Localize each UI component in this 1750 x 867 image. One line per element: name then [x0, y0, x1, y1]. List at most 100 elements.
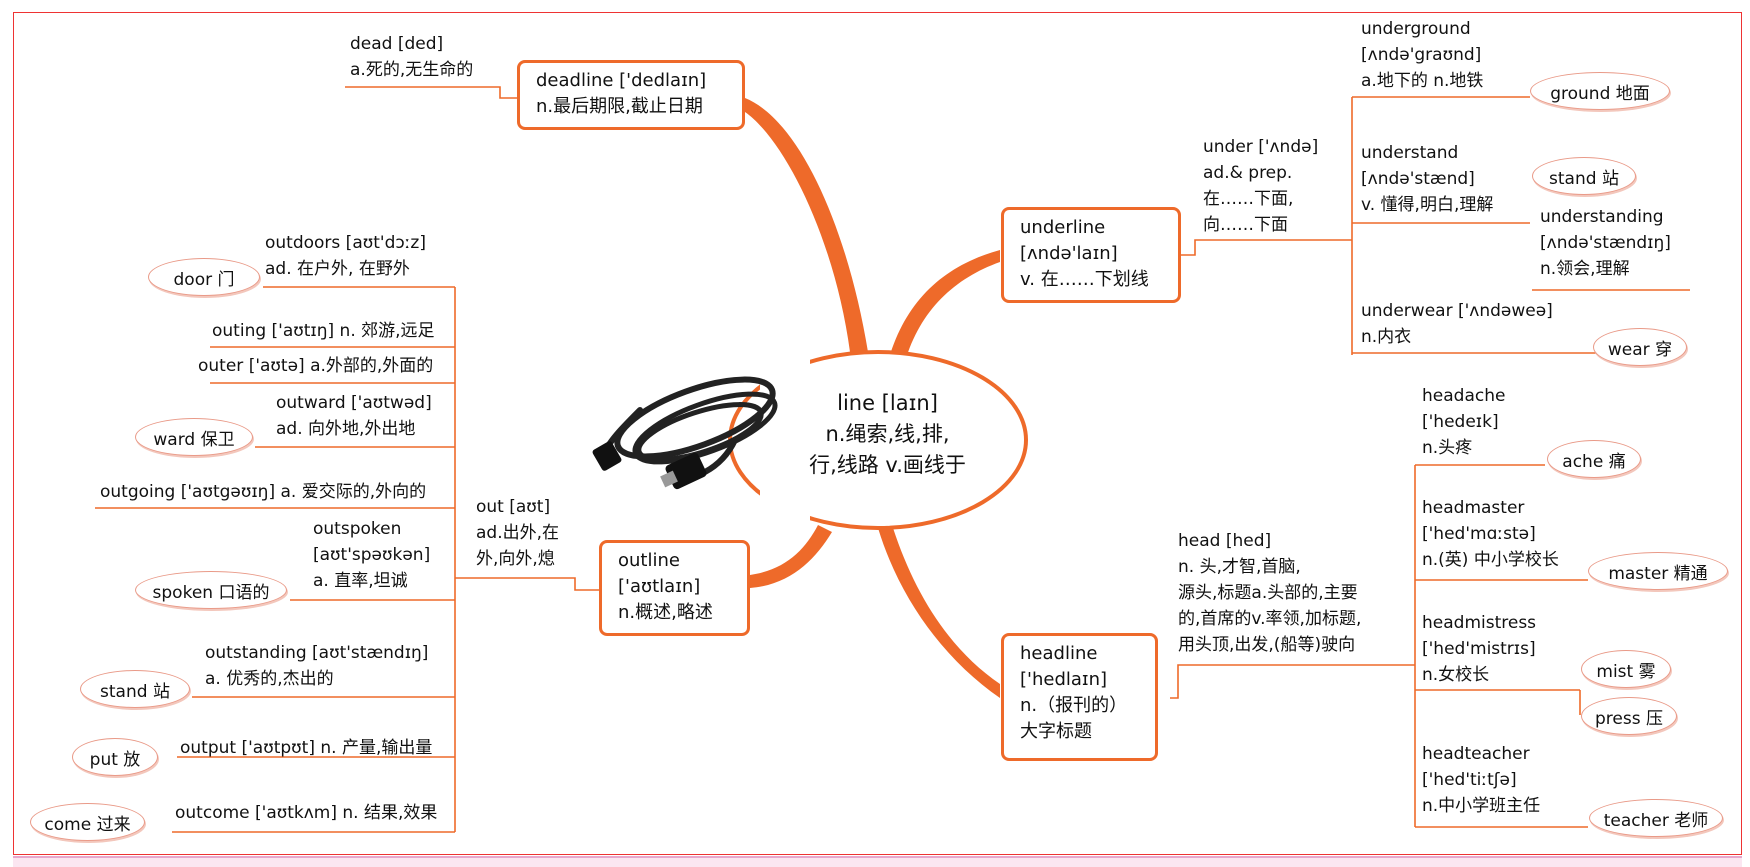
understand-word: understand	[1361, 143, 1459, 163]
headmistress-meaning: n.女校长	[1422, 665, 1490, 685]
page-frame	[13, 12, 1742, 855]
underline-phonetic: [ʌndə'laɪn]	[1020, 243, 1118, 264]
pill-spoken: spoken 口语的	[135, 571, 287, 609]
dead-word: dead [ded]	[350, 34, 444, 54]
pill-stand-outline: stand 站	[80, 670, 190, 708]
outward-entry: outward ['aʊtwəd] ad. 向外地,外出地	[276, 390, 432, 442]
outline-node[interactable]: outline ['aʊtlaɪn] n.概述,略述	[599, 540, 750, 636]
under-root-pos: ad.& prep.	[1203, 163, 1293, 183]
bottom-band	[13, 856, 1742, 867]
headache-phonetic: ['hedeɪk]	[1422, 412, 1499, 432]
outing-entry: outing ['aʊtɪŋ] n. 郊游,远足	[212, 321, 435, 341]
headache-word: headache	[1422, 386, 1506, 406]
pill-teacher: teacher 老师	[1589, 799, 1723, 837]
deadline-node[interactable]: deadline ['dedlaɪn] n.最后期限,截止日期	[517, 60, 745, 130]
pill-come: come 过来	[30, 803, 145, 841]
branch-to-outline	[750, 525, 832, 588]
pill-press: press 压	[1581, 697, 1677, 735]
outdoors-meaning: ad. 在户外, 在野外	[265, 259, 410, 279]
pill-mist: mist 雾	[1581, 650, 1671, 688]
outspoken-meaning: a. 直率,坦诚	[313, 571, 408, 591]
out-root-meaning-1: ad.出外,在	[476, 523, 560, 543]
center-meaning-1: n.绳索,线,排,	[825, 422, 950, 446]
headline-title: headline	[1020, 643, 1098, 664]
outspoken-entry: outspoken [aʊt'spəʊkən] a. 直率,坦诚	[313, 516, 430, 594]
out-root: out [aʊt] ad.出外,在 外,向外,熄	[476, 494, 559, 572]
head-root-meaning-4: 用头顶,出发,(船等)驶向	[1178, 635, 1356, 655]
headline-meaning-2: 大字标题	[1020, 721, 1092, 742]
head-root-meaning-3: 的,首席的v.率领,加标题,	[1178, 609, 1362, 629]
outspoken-word: outspoken	[313, 519, 402, 539]
underline-title: underline	[1020, 217, 1106, 238]
outgoing-entry: outgoing ['aʊtgəʊɪŋ] a. 爱交际的,外向的	[100, 482, 427, 502]
headmistress-word: headmistress	[1422, 613, 1537, 633]
headmaster-phonetic: ['hed'mɑːstə]	[1422, 524, 1536, 544]
under-root-meaning-2: 向……下面	[1203, 215, 1288, 235]
headmaster-entry: headmaster ['hed'mɑːstə] n.(英) 中小学校长	[1422, 495, 1559, 573]
outdoors-entry: outdoors [aʊt'dɔːz] ad. 在户外, 在野外	[265, 230, 426, 282]
underwear-meaning: n.内衣	[1361, 327, 1412, 347]
center-meaning-2: 行,线路 v.画线于	[809, 453, 966, 477]
headmistress-entry: headmistress ['hed'mistrɪs] n.女校长	[1422, 610, 1536, 688]
underline-meaning: v. 在……下划线	[1020, 269, 1149, 290]
pill-door: door 门	[148, 258, 260, 296]
outstanding-meaning: a. 优秀的,杰出的	[205, 669, 334, 689]
center-node: line [laɪn] n.绳索,线,排, 行,线路 v.画线于	[790, 388, 985, 481]
under-root: under ['ʌndə] ad.& prep. 在……下面, 向……下面	[1203, 134, 1318, 238]
branch-to-deadline	[745, 98, 868, 352]
under-root-meaning-1: 在……下面,	[1203, 189, 1294, 209]
understanding-meaning: n.领会,理解	[1540, 259, 1630, 279]
headline-meaning-1: n.（报刊的）	[1020, 695, 1128, 716]
dead-meaning: a.死的,无生命的	[350, 60, 474, 80]
pill-put: put 放	[72, 738, 158, 776]
underwear-word: underwear ['ʌndəweə]	[1361, 301, 1553, 321]
headache-meaning: n.头疼	[1422, 438, 1473, 458]
outstanding-word: outstanding [aʊt'stændɪŋ]	[205, 643, 429, 663]
head-root-meaning-1: n. 头,才智,首脑,	[1178, 557, 1301, 577]
outcome-entry: outcome ['aʊtkʌm] n. 结果,效果	[175, 803, 438, 823]
underground-meaning: a.地下的 n.地铁	[1361, 71, 1484, 91]
out-root-meaning-2: 外,向外,熄	[476, 549, 555, 569]
understand-meaning: v. 懂得,明白,理解	[1361, 195, 1494, 215]
headmistress-phonetic: ['hed'mistrɪs]	[1422, 639, 1536, 659]
deadline-part-dead: dead [ded] a.死的,无生命的	[350, 31, 473, 83]
outspoken-phonetic: [aʊt'spəʊkən]	[313, 545, 431, 565]
understanding-entry: understanding [ʌndə'stændɪŋ] n.领会,理解	[1540, 204, 1671, 282]
outstanding-entry: outstanding [aʊt'stændɪŋ] a. 优秀的,杰出的	[205, 640, 428, 692]
headteacher-entry: headteacher ['hed'tiːtʃə] n.中小学班主任	[1422, 741, 1540, 819]
understanding-phonetic: [ʌndə'stændɪŋ]	[1540, 233, 1671, 253]
understand-phonetic: [ʌndə'stænd]	[1361, 169, 1475, 189]
headmaster-word: headmaster	[1422, 498, 1525, 518]
deadline-title: deadline ['dedlaɪn]	[536, 70, 707, 91]
outline-title: outline	[618, 550, 680, 571]
pill-ward: ward 保卫	[135, 418, 253, 456]
understand-entry: understand [ʌndə'stænd] v. 懂得,明白,理解	[1361, 140, 1493, 218]
headline-node[interactable]: headline ['hedlaɪn] n.（报刊的） 大字标题	[1001, 633, 1158, 761]
head-root-meaning-2: 源头,标题a.头部的,主要	[1178, 583, 1358, 603]
pill-master: master 精通	[1588, 552, 1728, 590]
head-root: head [hed] n. 头,才智,首脑, 源头,标题a.头部的,主要 的,首…	[1178, 528, 1361, 658]
outward-meaning: ad. 向外地,外出地	[276, 419, 416, 439]
branch-to-headline	[878, 528, 1000, 698]
pill-ache: ache 痛	[1547, 440, 1641, 478]
branch-to-underline	[888, 250, 1000, 362]
pill-ground: ground 地面	[1530, 72, 1670, 110]
outward-word: outward ['aʊtwəd]	[276, 393, 432, 413]
pill-wear: wear 穿	[1593, 328, 1687, 366]
pill-stand: stand 站	[1532, 157, 1636, 195]
headteacher-phonetic: ['hed'tiːtʃə]	[1422, 770, 1517, 790]
underwear-entry: underwear ['ʌndəweə] n.内衣	[1361, 298, 1553, 350]
understanding-word: understanding	[1540, 207, 1664, 227]
underline-node[interactable]: underline [ʌndə'laɪn] v. 在……下划线	[1001, 207, 1181, 303]
underground-phonetic: [ʌndə'graʊnd]	[1361, 45, 1482, 65]
out-root-word: out [aʊt]	[476, 497, 551, 517]
underground-entry: underground [ʌndə'graʊnd] a.地下的 n.地铁	[1361, 16, 1483, 94]
headteacher-meaning: n.中小学班主任	[1422, 796, 1541, 816]
output-entry: output ['aʊtpʊt] n. 产量,输出量	[180, 738, 433, 758]
outline-meaning: n.概述,略述	[618, 602, 713, 623]
outline-phonetic: ['aʊtlaɪn]	[618, 576, 701, 597]
outdoors-word: outdoors [aʊt'dɔːz]	[265, 233, 426, 253]
center-word: line [laɪn]	[837, 391, 938, 415]
head-root-word: head [hed]	[1178, 531, 1272, 551]
